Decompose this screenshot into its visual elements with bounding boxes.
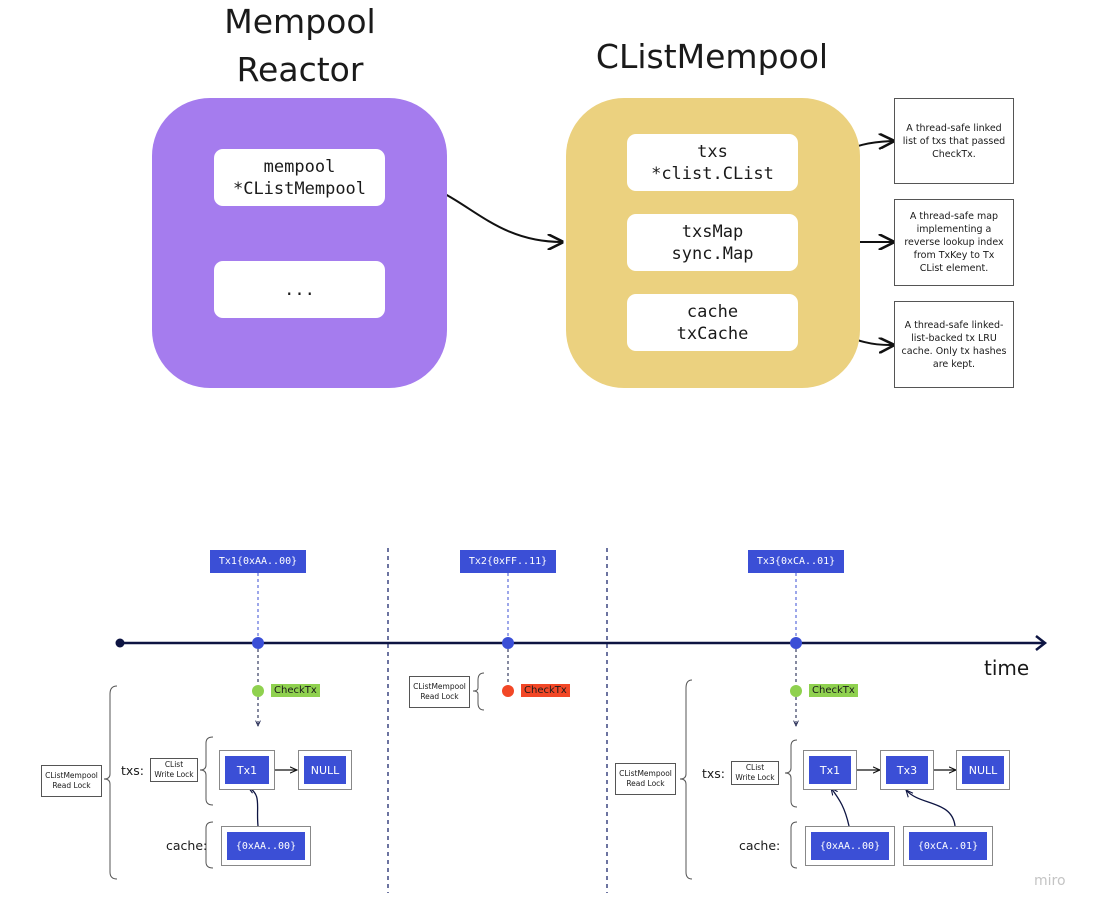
reactor-field-line2: *CListMempool [232, 178, 367, 199]
cache-entry-ca: {0xCA..01} [903, 826, 993, 866]
note-txs: A thread-safe linked list of txs that pa… [894, 98, 1014, 184]
cache-entry-aa: {0xAA..00} [805, 826, 895, 866]
txs-label-1: txs: [121, 763, 145, 778]
reactor-ellipsis-text: ... [284, 279, 315, 300]
lock-line1: CListMempool [45, 771, 98, 780]
clist-field-cache: cache txCache [627, 294, 798, 351]
node-label: NULL [962, 756, 1004, 784]
event-dot-3 [790, 637, 802, 649]
tx1-tag: Tx1{0xAA..00} [210, 550, 306, 573]
time-axis-label: time [984, 656, 1030, 680]
list-node-tx1: Tx1 [803, 750, 857, 790]
checktx-label-3: CheckTx [809, 684, 858, 697]
note-cache: A thread-safe linked-list-backed tx LRU … [894, 301, 1014, 388]
reactor-mempool-field: mempool *CListMempool [214, 149, 385, 206]
reactor-title: Mempool Reactor [190, 0, 410, 94]
event-dot-1 [252, 637, 264, 649]
txs-label-3: txs: [702, 766, 726, 781]
node-label: Tx1 [809, 756, 851, 784]
checktx-label-1: CheckTx [271, 684, 320, 697]
cache-entry-aa: {0xAA..00} [221, 826, 311, 866]
cache-label-3: cache: [739, 838, 781, 853]
reactor-title-line1: Mempool [224, 2, 376, 41]
note-txsmap: A thread-safe map implementing a reverse… [894, 199, 1014, 286]
list-node-null: NULL [956, 750, 1010, 790]
reactor-field-line1: mempool [263, 156, 336, 177]
tx3-tag: Tx3{0xCA..01} [748, 550, 844, 573]
cache-label-1: cache: [166, 838, 208, 853]
lock-line2: Read Lock [626, 779, 665, 788]
lock-line1: CListMempool [619, 769, 672, 778]
lock-line2: Read Lock [52, 781, 91, 790]
write-lock-brace-1 [199, 736, 214, 806]
reactor-block [152, 98, 447, 388]
node-label: Tx1 [225, 756, 269, 784]
field-line1: txsMap [681, 221, 744, 242]
checktx-pass-dot-3 [790, 685, 802, 697]
reactor-ellipsis-field: ... [214, 261, 385, 318]
list-node-tx1: Tx1 [219, 750, 275, 790]
tx2-tag: Tx2{0xFF..11} [460, 550, 556, 573]
list-node-tx3: Tx3 [880, 750, 934, 790]
lock-line1: CList [164, 760, 184, 769]
cache-entry-label: {0xAA..00} [811, 832, 889, 860]
field-line2: sync.Map [671, 243, 754, 264]
event-dot-2 [502, 637, 514, 649]
write-lock-brace-3 [784, 739, 798, 808]
lock-line2: Write Lock [154, 770, 194, 779]
read-lock-brace-1 [103, 685, 118, 880]
lock-line1: CListMempool [413, 682, 466, 691]
field-line2: *clist.CList [651, 163, 774, 184]
list-node-null: NULL [298, 750, 352, 790]
lock-line2: Write Lock [735, 773, 775, 782]
reactor-title-line2: Reactor [236, 50, 364, 89]
checktx-label-2: CheckTx [521, 684, 570, 697]
clist-field-txsmap: txsMap sync.Map [627, 214, 798, 271]
field-line2: txCache [676, 323, 749, 344]
lock-line1: CList [745, 763, 765, 772]
clist-title: CListMempool [595, 37, 829, 76]
miro-watermark: miro [1034, 873, 1066, 889]
cache-entry-label: {0xAA..00} [227, 832, 305, 860]
cache-entry-label: {0xCA..01} [909, 832, 987, 860]
field-line1: txs [697, 141, 728, 162]
node-label: Tx3 [886, 756, 928, 784]
read-lock-brace-3 [679, 679, 693, 880]
field-line1: cache [686, 301, 739, 322]
clist-field-txs: txs *clist.CList [627, 134, 798, 191]
lock-line2: Read Lock [420, 692, 459, 701]
node-label: NULL [304, 756, 346, 784]
checktx-fail-dot-2 [502, 685, 514, 697]
checktx-pass-dot-1 [252, 685, 264, 697]
read-lock-brace-2 [472, 672, 485, 711]
